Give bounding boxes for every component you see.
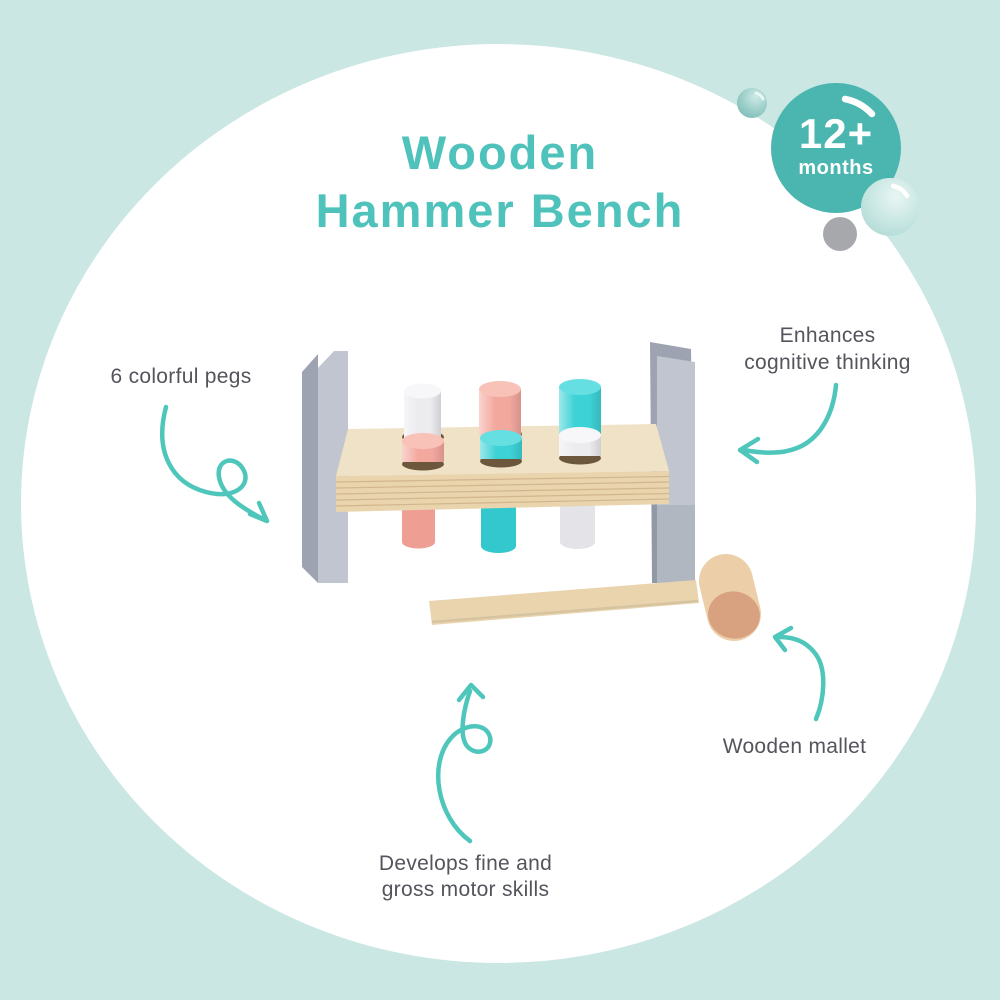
callout-pegs-label: 6 colorful pegs bbox=[110, 365, 252, 388]
callout-mallet-label: Wooden mallet bbox=[722, 735, 867, 758]
age-badge-label: 12+ months bbox=[771, 83, 901, 213]
callout-motor-label: Develops fine and gross motor skills bbox=[378, 852, 553, 901]
bubble-small-highlight-icon bbox=[754, 91, 765, 101]
page-title: Wooden Hammer Bench bbox=[315, 126, 685, 237]
age-badge-age: 12+ bbox=[798, 110, 874, 157]
age-badge-unit: months bbox=[798, 157, 874, 179]
callout-cognitive-label: Enhances cognitive thinking bbox=[744, 324, 911, 374]
